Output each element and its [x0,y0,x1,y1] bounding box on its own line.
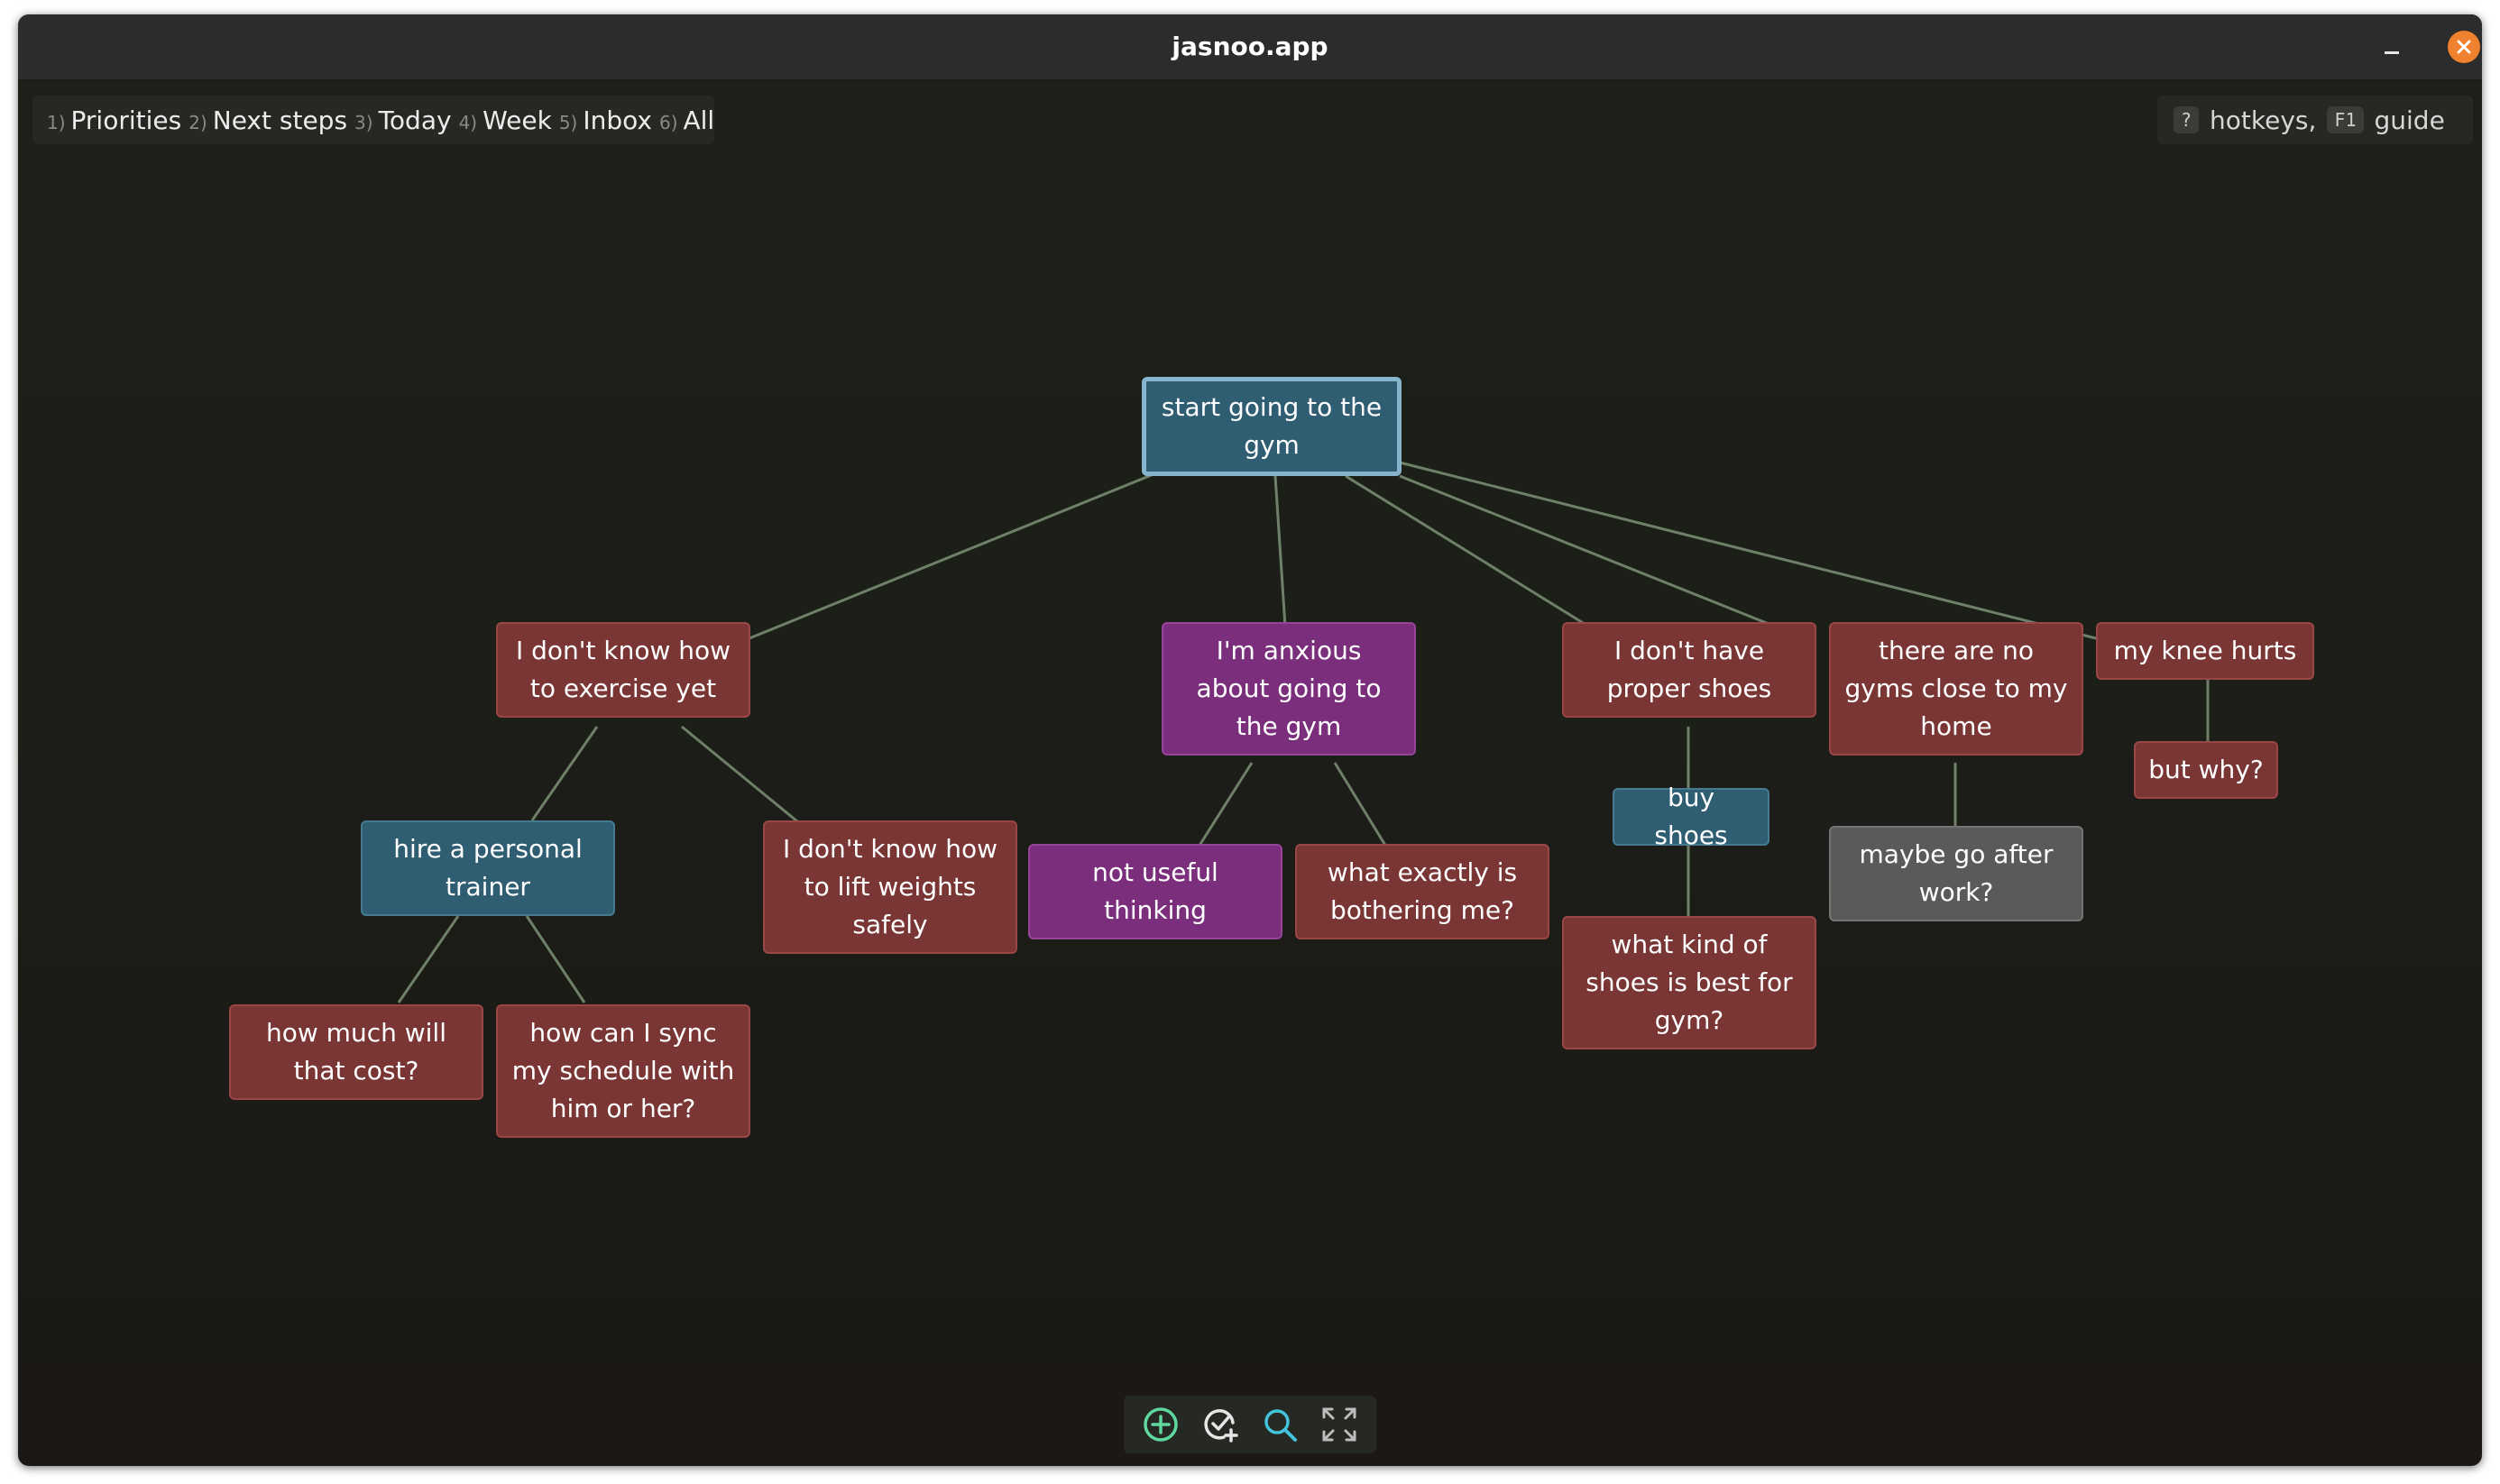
edge-root-knee [1395,460,2104,642]
edge-anxious-bothering [1333,762,1391,852]
guide-key[interactable]: F1 [2327,106,2364,133]
fullscreen-button[interactable] [1316,1401,1363,1448]
help-bar: ? hotkeys, F1 guide [2157,96,2473,144]
window-title: jasnoo.app [1172,32,1328,61]
edge-trainer-cost [397,915,460,1003]
node-after-work[interactable]: maybe go after work? [1829,826,2083,921]
node-not-useful[interactable]: not useful thinking [1028,844,1282,939]
node-gyms[interactable]: there are no gyms close to my home [1829,622,2083,756]
node-shoes[interactable]: I don't have proper shoes [1562,622,1816,718]
search-icon [1264,1409,1297,1442]
minimize-button[interactable] [2376,31,2408,63]
search-button[interactable] [1256,1401,1303,1448]
node-anxious[interactable]: I'm anxious about going to the gym [1162,622,1416,756]
mindmap-edges [397,460,2210,1003]
edge-trainer-sync [525,915,586,1003]
add-task-button[interactable] [1197,1401,1244,1448]
fullscreen-icon [1322,1407,1356,1442]
view-all[interactable]: 6) All [658,105,715,135]
view-next-steps[interactable]: 2) Next steps [188,105,348,135]
add-circle-icon [1144,1407,1178,1442]
node-trainer[interactable]: hire a personal trainer [361,820,615,916]
node-buy-shoes[interactable]: buy shoes [1613,783,1769,850]
edge-root-gyms [1399,474,1810,642]
node-cost[interactable]: how much will that cost? [229,1004,483,1100]
close-icon [2457,40,2471,54]
view-priorities[interactable]: 1) Priorities [47,105,182,135]
view-today[interactable]: 3) Today [354,105,452,135]
hotkeys-label: hotkeys, [2210,105,2317,135]
node-weights[interactable]: I don't know how to lift weights safely [763,820,1017,954]
close-button[interactable] [2448,31,2480,63]
edge-exercise-trainer [530,726,599,821]
edge-root-exercise [744,471,1159,642]
edge-root-shoes [1345,474,1612,642]
edge-anxious-notuseful [1194,762,1254,852]
view-week[interactable]: 4) Week [458,105,552,135]
edge-exercise-weights [681,725,804,828]
add-node-button[interactable] [1137,1401,1184,1448]
node-why[interactable]: but why? [2134,741,2278,799]
views-bar: 1) Priorities 2) Next steps 3) Today 4) … [32,96,714,144]
add-check-icon [1204,1409,1238,1443]
app-window: jasnoo.app 1) Priorities 2) Next steps 3… [18,14,2482,1466]
edge-root-anxious [1273,475,1288,641]
node-exercise[interactable]: I don't know how to exercise yet [496,622,750,718]
view-inbox[interactable]: 5) Inbox [558,105,652,135]
node-bothering[interactable]: what exactly is bothering me? [1295,844,1549,939]
node-root[interactable]: start going to the gym [1142,377,1402,476]
guide-label: guide [2374,105,2445,135]
node-shoe-kind[interactable]: what kind of shoes is best for gym? [1562,916,1816,1049]
hotkeys-key[interactable]: ? [2174,106,2200,133]
node-sync[interactable]: how can I sync my schedule with him or h… [496,1004,750,1138]
node-knee[interactable]: my knee hurts [2096,622,2314,680]
title-bar: jasnoo.app [18,14,2482,80]
bottom-toolbar [1124,1396,1376,1453]
